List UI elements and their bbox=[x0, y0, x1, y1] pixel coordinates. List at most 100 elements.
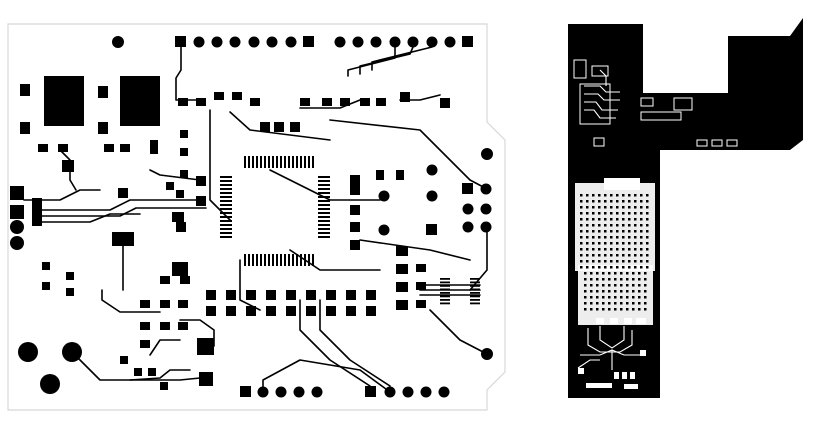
ic-pin bbox=[268, 254, 270, 266]
bga-ball bbox=[580, 200, 583, 203]
bga-ball bbox=[620, 308, 623, 311]
bga-ball bbox=[608, 296, 611, 299]
smd-pad bbox=[112, 232, 134, 246]
ic-pin bbox=[220, 224, 232, 226]
smd-pad bbox=[376, 98, 386, 106]
bga-ball bbox=[580, 266, 583, 269]
smd-pad bbox=[118, 188, 128, 198]
bga-ball bbox=[586, 206, 589, 209]
bga-ball bbox=[632, 272, 635, 275]
bga-ball bbox=[586, 266, 589, 269]
bga-ball bbox=[616, 230, 619, 233]
bga-ball bbox=[616, 218, 619, 221]
smd-pad bbox=[396, 246, 408, 256]
bga-ball bbox=[598, 218, 601, 221]
bga-ball bbox=[644, 278, 647, 281]
smd-pad bbox=[416, 264, 426, 272]
ic-pin bbox=[470, 278, 480, 280]
bga-ball bbox=[580, 254, 583, 257]
smd-pad bbox=[120, 144, 130, 152]
bga-ball bbox=[638, 302, 641, 305]
bga-ball bbox=[646, 218, 649, 221]
smd-pad bbox=[176, 222, 186, 232]
bga-ball bbox=[580, 206, 583, 209]
ic-pin bbox=[288, 156, 290, 168]
ic-pin bbox=[220, 204, 232, 206]
bga-ball bbox=[634, 254, 637, 257]
smd-pad bbox=[66, 272, 74, 280]
ic-pin bbox=[296, 254, 298, 266]
large-components bbox=[44, 76, 160, 126]
ic-pin bbox=[292, 254, 294, 266]
bga-ball bbox=[586, 236, 589, 239]
smd-pad bbox=[140, 322, 150, 330]
bga-ball bbox=[614, 290, 617, 293]
bottom-header-right bbox=[365, 386, 450, 398]
bga-ball bbox=[644, 296, 647, 299]
smd-pad bbox=[214, 92, 224, 100]
bga-ball bbox=[604, 254, 607, 257]
bga-ball bbox=[610, 248, 613, 251]
bga-ball bbox=[584, 290, 587, 293]
bga-ball bbox=[586, 260, 589, 263]
bga-ball bbox=[626, 278, 629, 281]
ic-pin bbox=[318, 220, 330, 222]
bga-ball bbox=[622, 236, 625, 239]
smd-pad bbox=[160, 276, 170, 284]
ic-pin bbox=[470, 299, 480, 301]
bga-ball bbox=[608, 308, 611, 311]
bga-ball bbox=[614, 296, 617, 299]
bga-ball bbox=[640, 200, 643, 203]
bga-ball bbox=[610, 224, 613, 227]
bga-ball bbox=[592, 218, 595, 221]
bga-ball bbox=[586, 242, 589, 245]
bga-ball bbox=[596, 272, 599, 275]
bga-ball bbox=[640, 212, 643, 215]
ic-pin bbox=[318, 224, 330, 226]
ic-pin bbox=[256, 156, 258, 168]
smd-pad bbox=[176, 190, 184, 198]
smd-pad bbox=[160, 322, 170, 330]
ic-pin bbox=[248, 156, 250, 168]
bga-ball bbox=[596, 284, 599, 287]
bga-ball bbox=[632, 296, 635, 299]
ic-pin bbox=[220, 180, 232, 182]
ic-pin bbox=[318, 212, 330, 214]
bga-ball bbox=[640, 218, 643, 221]
smd-pad bbox=[366, 306, 376, 316]
ic-pin bbox=[220, 188, 232, 190]
bga-ball bbox=[602, 272, 605, 275]
ic-pin bbox=[220, 196, 232, 198]
bga-ball bbox=[628, 200, 631, 203]
smd-pad bbox=[196, 176, 206, 186]
smd-pad bbox=[172, 262, 188, 276]
bga-ball bbox=[592, 212, 595, 215]
bga-ball bbox=[646, 230, 649, 233]
smd-pad bbox=[286, 306, 296, 316]
bga-ball bbox=[610, 260, 613, 263]
bga-ball bbox=[632, 308, 635, 311]
smd-pad bbox=[178, 300, 188, 308]
bga-ball bbox=[598, 212, 601, 215]
ic-pin bbox=[220, 228, 232, 230]
smd-pad bbox=[326, 306, 336, 316]
bga-ball bbox=[638, 308, 641, 311]
smd-pad bbox=[166, 182, 174, 190]
bga-ball bbox=[580, 218, 583, 221]
smd-pad bbox=[196, 196, 206, 206]
ic-pin bbox=[220, 236, 232, 238]
bga-ball bbox=[592, 242, 595, 245]
bga-ball bbox=[644, 290, 647, 293]
bga-ball bbox=[620, 284, 623, 287]
bga-ball bbox=[598, 200, 601, 203]
bga-ball bbox=[646, 200, 649, 203]
bga-ball bbox=[602, 302, 605, 305]
ic-pin bbox=[318, 236, 330, 238]
smd-pad bbox=[180, 170, 188, 178]
bga-ball bbox=[626, 308, 629, 311]
smd-pad bbox=[42, 282, 50, 290]
bga-ball bbox=[586, 254, 589, 257]
bga-ball bbox=[634, 266, 637, 269]
bga-ball bbox=[616, 260, 619, 263]
bga-ball bbox=[614, 302, 617, 305]
